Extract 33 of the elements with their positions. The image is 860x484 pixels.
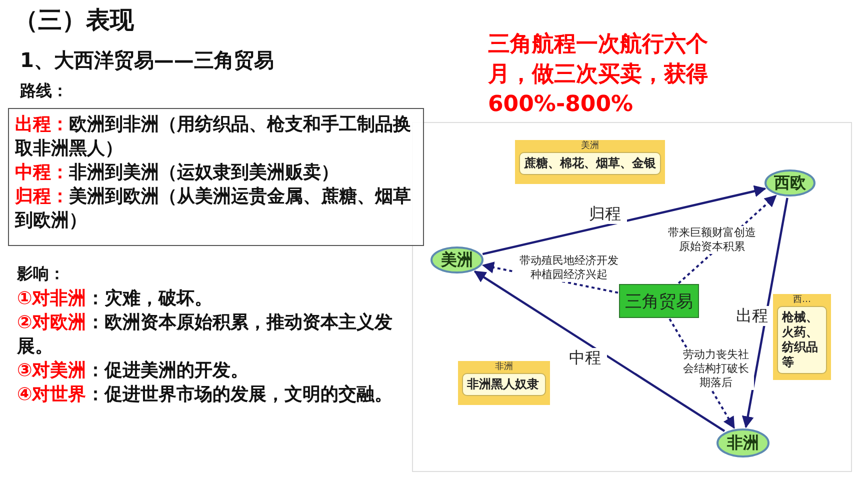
node-label: 非洲 xyxy=(727,432,759,454)
note-heading: 美洲 xyxy=(580,141,600,152)
note-text: 蔗糖、棉花、烟草、金银 xyxy=(519,152,661,175)
node-label: 西欧 xyxy=(774,172,806,194)
note-heading: 非洲 xyxy=(494,362,514,373)
node-label: 美洲 xyxy=(441,250,473,270)
ellipse-node xyxy=(430,246,484,274)
node-label: 三角贸易 xyxy=(625,290,693,312)
note-text: 非洲黑人奴隶 xyxy=(462,373,546,396)
note-card xyxy=(773,294,831,380)
note-heading: 西… xyxy=(792,295,812,306)
impact-text: ③对美洲：促进美洲的开发。 xyxy=(17,359,250,383)
impact-text: ④对世界：促进世界市场的发展，文明的交融。 xyxy=(17,383,394,407)
process-box xyxy=(619,284,699,318)
note-text: 枪械、火药、纺织品等 xyxy=(777,306,827,374)
arrow xyxy=(482,185,766,256)
section-label: 路线： xyxy=(20,80,68,102)
ellipse-node xyxy=(716,428,770,458)
impact-text: ①对非洲：灾难，破坏。 xyxy=(17,287,214,311)
section-label: 影响： xyxy=(17,263,66,285)
impact-text: ②对欧洲：欧洲资本原始积累，推动资本主义发展。 xyxy=(17,311,394,359)
note-card xyxy=(458,361,550,405)
ellipse-node xyxy=(764,169,816,197)
slide-title: （三）表现 xyxy=(14,5,134,36)
arrow xyxy=(474,270,726,432)
route-text: 归程：美洲到欧洲（从美洲运贵金属、蔗糖、烟草到欧洲） xyxy=(15,185,412,233)
text-box xyxy=(8,108,424,246)
highlight-note: 三角航程一次航行六个月，做三次买卖，获得600%-800% xyxy=(488,31,709,119)
arrow xyxy=(742,198,788,428)
note-card xyxy=(515,140,665,184)
heading: 1、大西洋贸易——三角贸易 xyxy=(20,47,275,74)
route-text: 中程：非洲到美洲（运奴隶到美洲贩卖） xyxy=(15,161,340,185)
route-text: 出程：欧洲到非洲（用纺织品、枪支和手工制品换取非洲黑人） xyxy=(15,113,412,161)
